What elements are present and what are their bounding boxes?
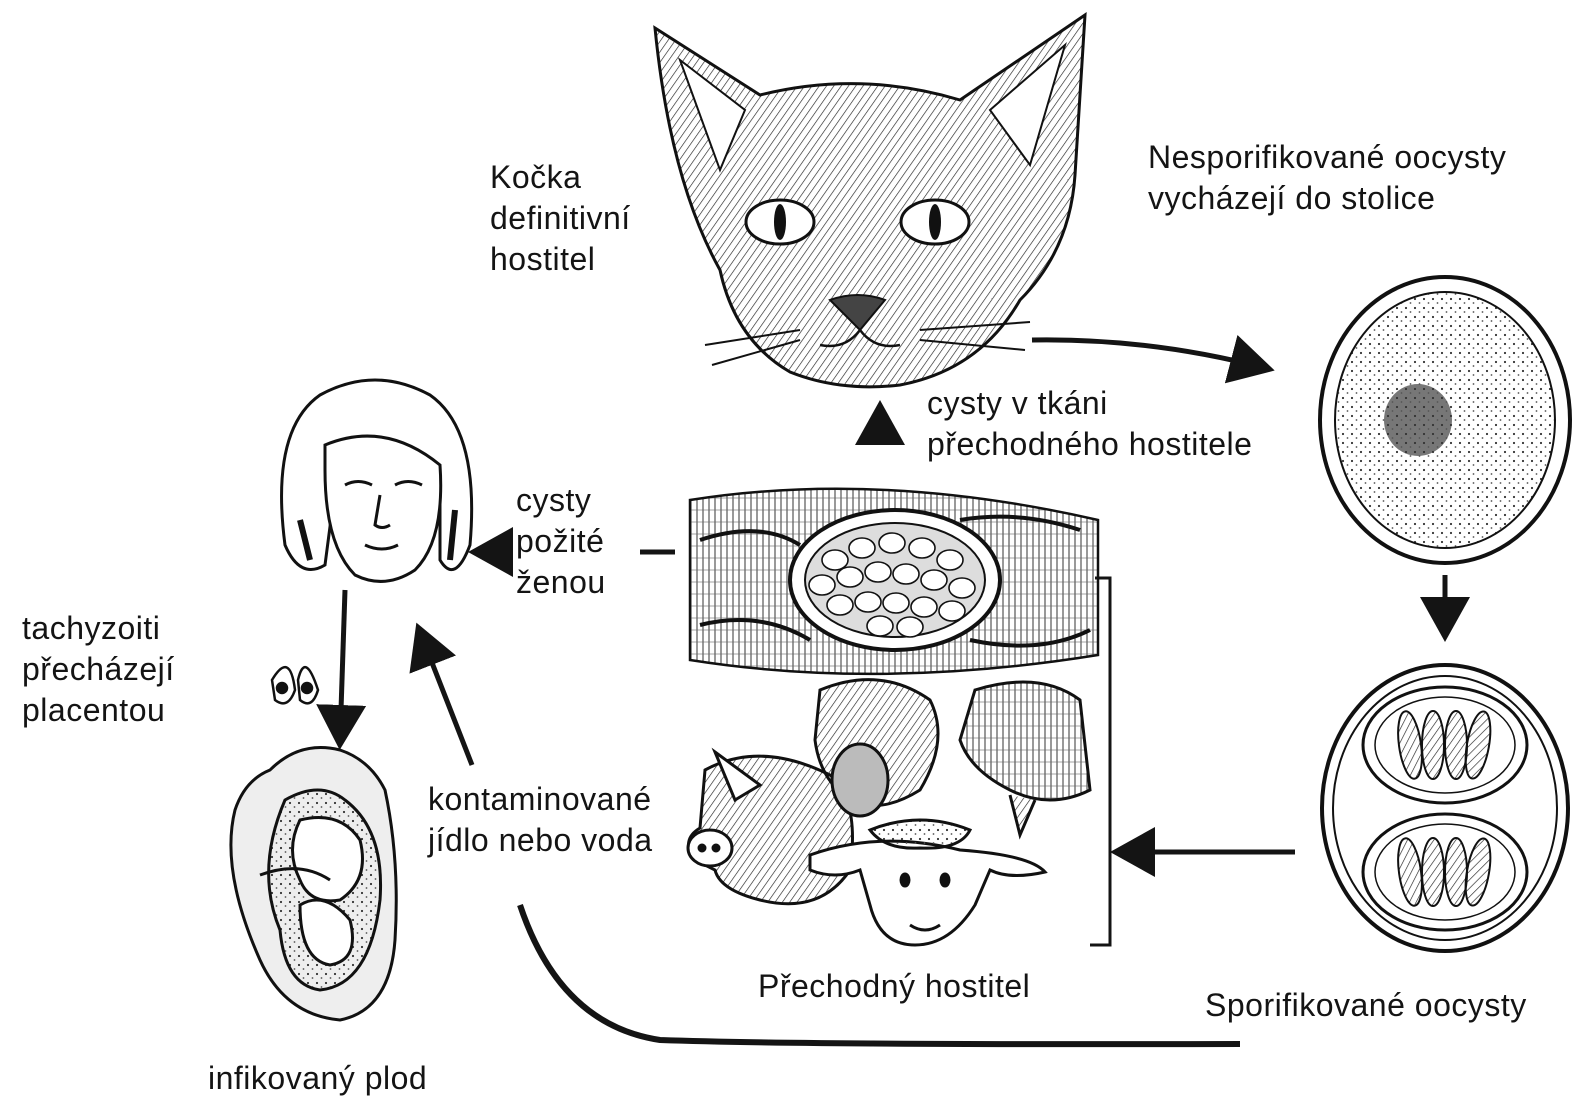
label-line: tachyzoiti <box>22 608 175 649</box>
label-line: hostitel <box>490 239 631 280</box>
label-line: přecházejí <box>22 649 175 690</box>
label-cysts-eaten-by-woman: cysty požité ženou <box>516 480 606 603</box>
label-contaminated-food-water: kontaminované jídlo nebo voda <box>428 779 653 861</box>
label-line: jídlo nebo voda <box>428 820 653 861</box>
muscle-tissue-cyst <box>690 489 1098 674</box>
arrow-food-to-woman <box>420 632 472 765</box>
farm-animals-group <box>688 680 1090 945</box>
label-intermediate-host: Přechodný hostitel <box>758 966 1030 1007</box>
unsporulated-oocyst <box>1320 277 1570 563</box>
label-line: požité <box>516 521 606 562</box>
label-line: cysty <box>516 480 606 521</box>
label-unsporulated-oocysts: Nesporifikované oocysty vycházejí do sto… <box>1148 137 1506 219</box>
label-line: vycházejí do stolice <box>1148 178 1506 219</box>
arrow-woman-to-fetus <box>340 590 345 740</box>
label-tachyzoites-cross-placenta: tachyzoiti přecházejí placentou <box>22 608 175 731</box>
label-line: cysty v tkáni <box>927 383 1252 424</box>
label-line: definitivní <box>490 198 631 239</box>
label-line: placentou <box>22 690 175 731</box>
label-line: Kočka <box>490 157 631 198</box>
label-line: kontaminované <box>428 779 653 820</box>
label-line: ženou <box>516 562 606 603</box>
label-tissue-cysts: cysty v tkáni přechodného hostitele <box>927 383 1252 465</box>
arrow-cat-to-oocyst <box>1032 340 1265 368</box>
woman-head-illustration <box>282 380 472 581</box>
fetus-in-uterus <box>231 748 396 1021</box>
label-line: Nesporifikované oocysty <box>1148 137 1506 178</box>
sporulated-oocyst <box>1322 665 1568 951</box>
label-line: přechodného hostitele <box>927 424 1252 465</box>
label-cat-definitive-host: Kočka definitivní hostitel <box>490 157 631 280</box>
cat-head-illustration <box>655 15 1085 387</box>
tachyzoites <box>272 667 318 703</box>
label-sporulated-oocysts: Sporifikované oocysty <box>1205 985 1527 1026</box>
label-infected-fetus: infikovaný plod <box>208 1058 427 1099</box>
